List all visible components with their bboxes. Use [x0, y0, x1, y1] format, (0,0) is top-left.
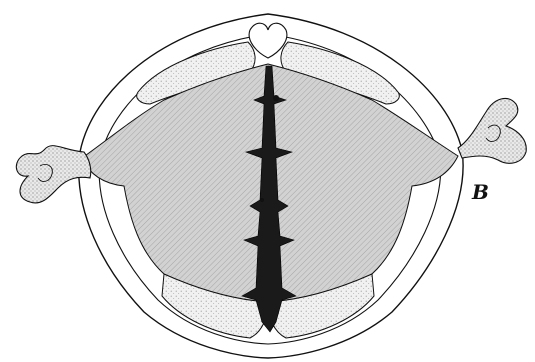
septum-node-upper: [273, 95, 279, 101]
lateral-fin-left: [16, 146, 90, 203]
lateral-fin-right: [458, 98, 526, 163]
figure-label-b: B: [472, 180, 489, 204]
septum-node-mid: [260, 198, 264, 202]
